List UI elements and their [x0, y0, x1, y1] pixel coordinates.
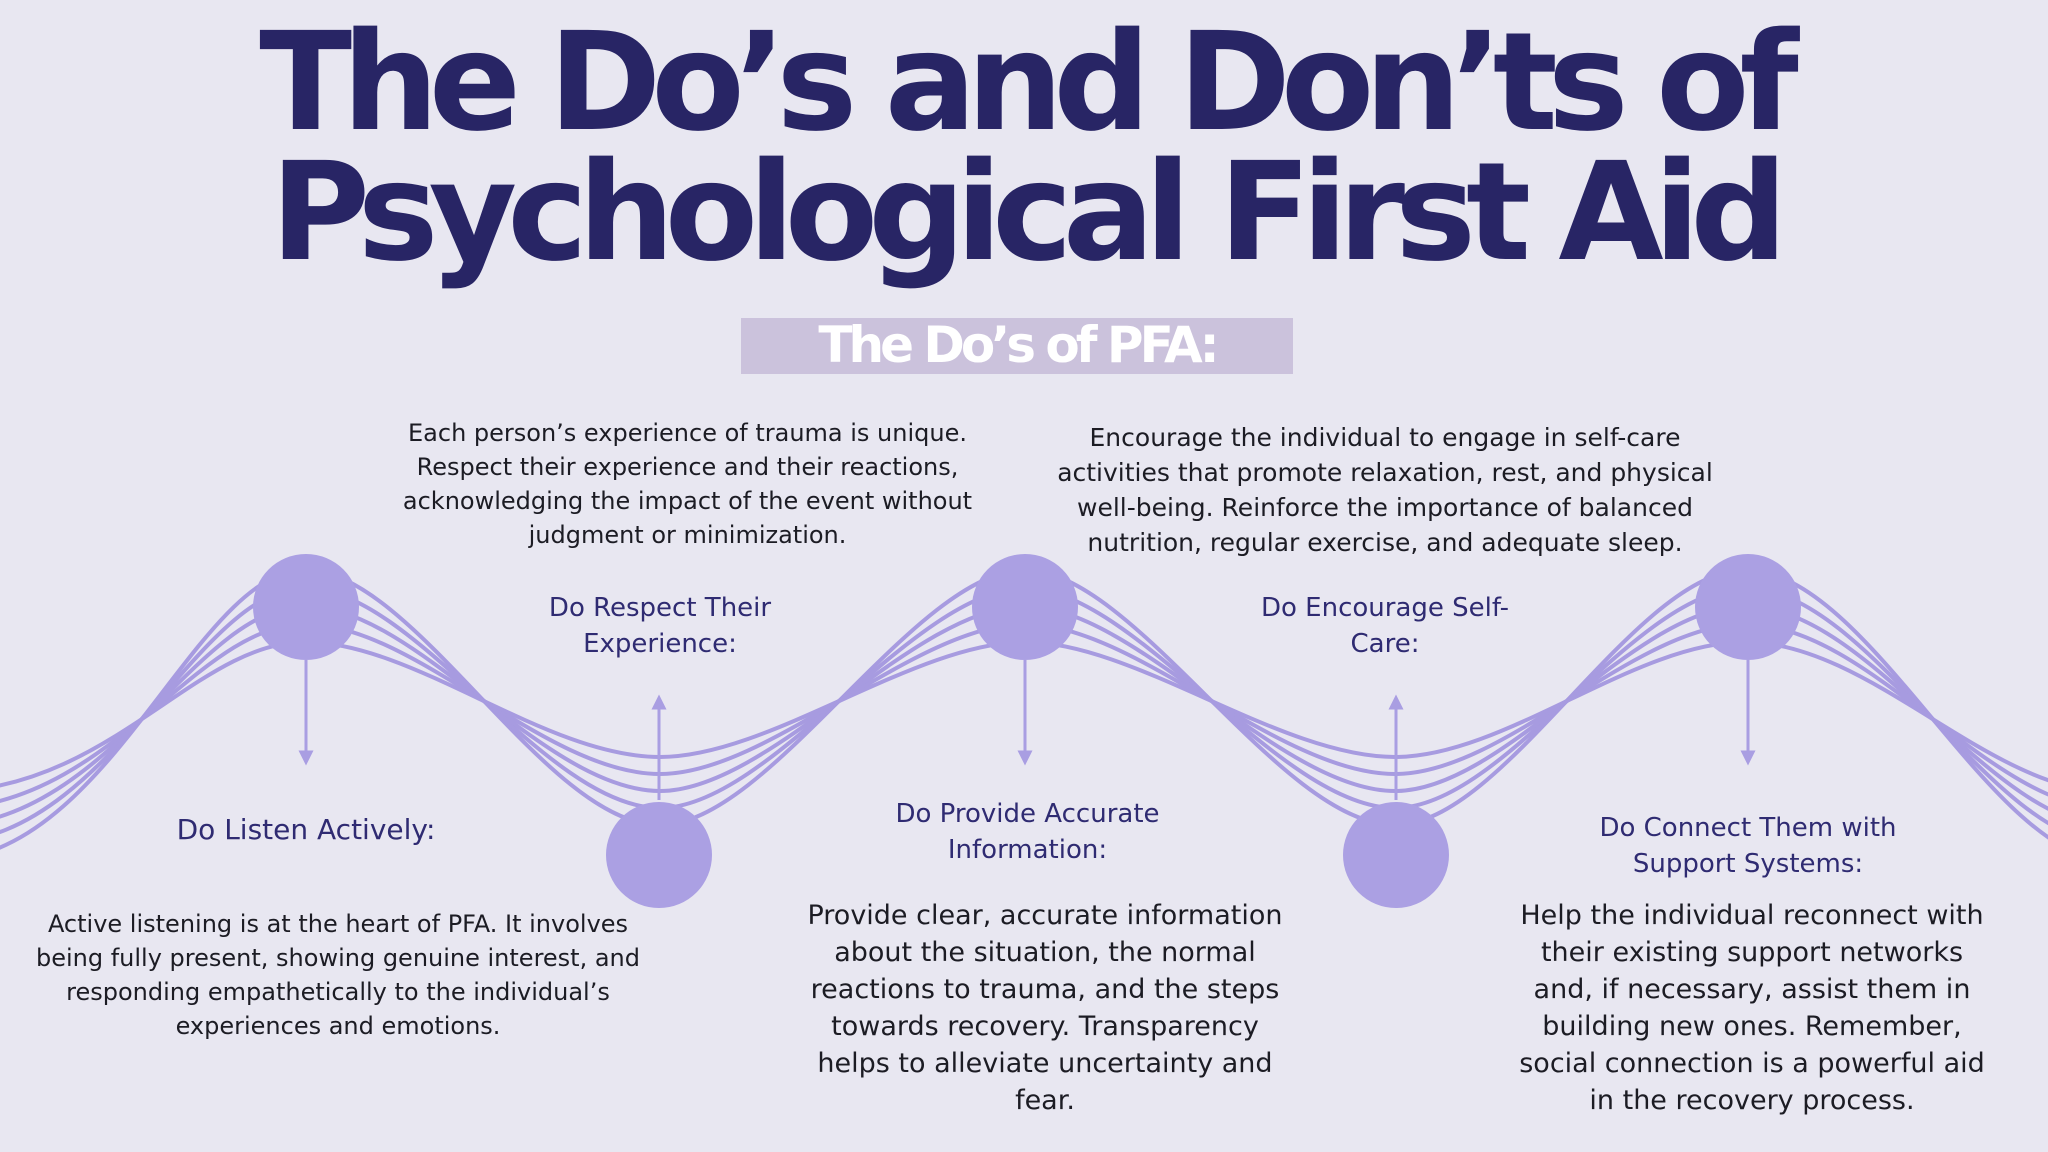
step-1-heading: Do Listen Actively:	[176, 813, 436, 846]
step-5-heading: Do Connect Them with Support Systems:	[1599, 813, 1897, 879]
node-4	[1343, 802, 1449, 908]
step-5-body: Help the individual reconnect with their…	[1519, 900, 1985, 1116]
node-3	[972, 554, 1078, 660]
nodes	[253, 554, 1801, 908]
node-2	[606, 802, 712, 908]
node-1	[253, 554, 359, 660]
page-title: The Do’s and Don’ts of Psychological Fir…	[0, 15, 2048, 281]
subtitle-bar	[741, 318, 1293, 374]
step-4-heading: Do Encourage Self-Care:	[1260, 593, 1509, 659]
section-subtitle: The Do’s of PFA:	[818, 316, 1219, 374]
step-2-body: Each person’s experience of trauma is un…	[402, 419, 973, 549]
node-5	[1695, 554, 1801, 660]
step-1-body: Active listening is at the heart of PFA.…	[35, 910, 640, 1040]
connectors	[298, 660, 1756, 800]
step-4-body: Encourage the individual to engage in se…	[1057, 423, 1713, 557]
step-3-heading: Do Provide Accurate Information:	[895, 799, 1160, 865]
step-3-body: Provide clear, accurate information abou…	[807, 900, 1283, 1116]
title-line-1: The Do’s and Don’ts of	[259, 4, 1798, 162]
step-2-heading: Do Respect Their Experience:	[548, 593, 772, 659]
title-line-2: Psychological First Aid	[270, 134, 1787, 292]
